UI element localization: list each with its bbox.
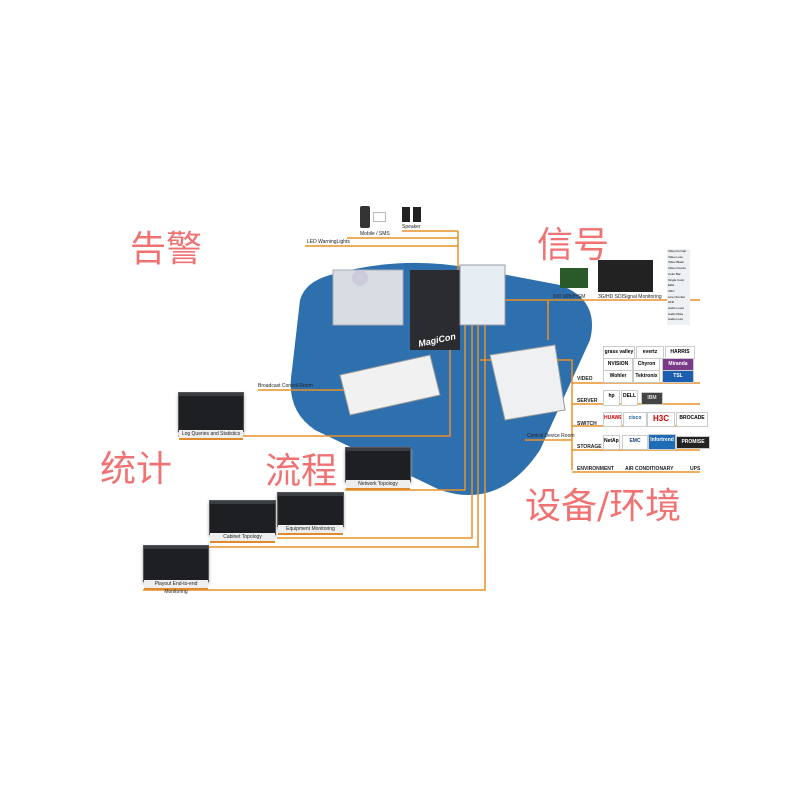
label-alarm: 告警 — [130, 229, 203, 270]
category-environment: ENVIRONMENT — [577, 466, 614, 472]
vendor-logo: TSL — [662, 370, 694, 383]
vendor-logo: NVISION — [603, 358, 633, 371]
label-signal: 信号 — [537, 225, 610, 266]
category-video: VIDEO — [577, 376, 593, 382]
studio — [459, 264, 506, 326]
signal-monitor-label: 3G/HD SDISignal Monitoring — [598, 294, 662, 300]
signal-monitor-screen — [598, 260, 653, 292]
category-storage: STORAGE — [577, 444, 602, 450]
vendor-logo: HUAWEI — [603, 412, 622, 427]
broadcast-room-label: Broadcast Control Room — [258, 383, 313, 389]
screen-equipment[interactable]: Equipment Monitoring — [277, 492, 344, 535]
vendor-logo: Miranda — [662, 358, 694, 371]
connector-lines — [143, 230, 700, 591]
vendor-logo: BROCADE — [676, 412, 708, 427]
vendor-logo: hp — [603, 390, 620, 406]
category-server: SERVER — [577, 398, 598, 404]
vendor-logo: H3C — [647, 412, 675, 427]
central-room-label: Central Device Room — [527, 433, 575, 439]
vendor-logo: IBM — [641, 392, 663, 405]
category-switch: SWITCH — [577, 421, 597, 427]
speaker-icon — [413, 207, 421, 222]
vendor-logo: cisco — [623, 412, 647, 427]
label-process: 流程 — [265, 451, 338, 492]
broadcast-room-model — [339, 354, 441, 416]
mobile-icon — [360, 206, 370, 228]
vendor-logo: EMC — [622, 435, 648, 450]
env-item-ups: UPS — [690, 466, 701, 472]
mobile-label: Mobile / SMS — [360, 231, 390, 237]
screen-network[interactable]: Network Topology — [345, 447, 411, 490]
satellite-dish — [352, 270, 368, 286]
capture-card-icon — [560, 268, 588, 288]
speaker-label: Speaker — [402, 224, 421, 230]
screen-log[interactable]: Log Queries and Statistics — [178, 392, 244, 440]
vendor-logo: Tektronix — [633, 370, 660, 383]
card-label: XIO 9050HSM — [553, 294, 586, 300]
label-statistics: 统计 — [100, 449, 173, 490]
screen-cabinet[interactable]: Cabinet Topology — [209, 500, 276, 543]
vendor-logo: Wohler — [603, 370, 633, 383]
led-label: LED WarningLights — [307, 239, 350, 245]
env-item-aircon: AIR CONDITIONARY — [625, 466, 674, 472]
vendor-logo: PROMISE — [676, 436, 710, 449]
building — [332, 269, 404, 326]
vendor-logo: Infortrend — [648, 434, 676, 450]
mail-icon — [373, 212, 386, 222]
device-room-model — [489, 344, 566, 421]
label-device-env: 设备/环境 — [525, 486, 682, 527]
screen-playout[interactable]: Playout End-to-end Monitoring — [143, 545, 209, 595]
monitoring-wall — [410, 270, 460, 350]
speaker-icon — [402, 207, 410, 222]
vendor-logo: DELL — [621, 390, 638, 406]
vendor-logo: NetApp — [603, 435, 620, 450]
